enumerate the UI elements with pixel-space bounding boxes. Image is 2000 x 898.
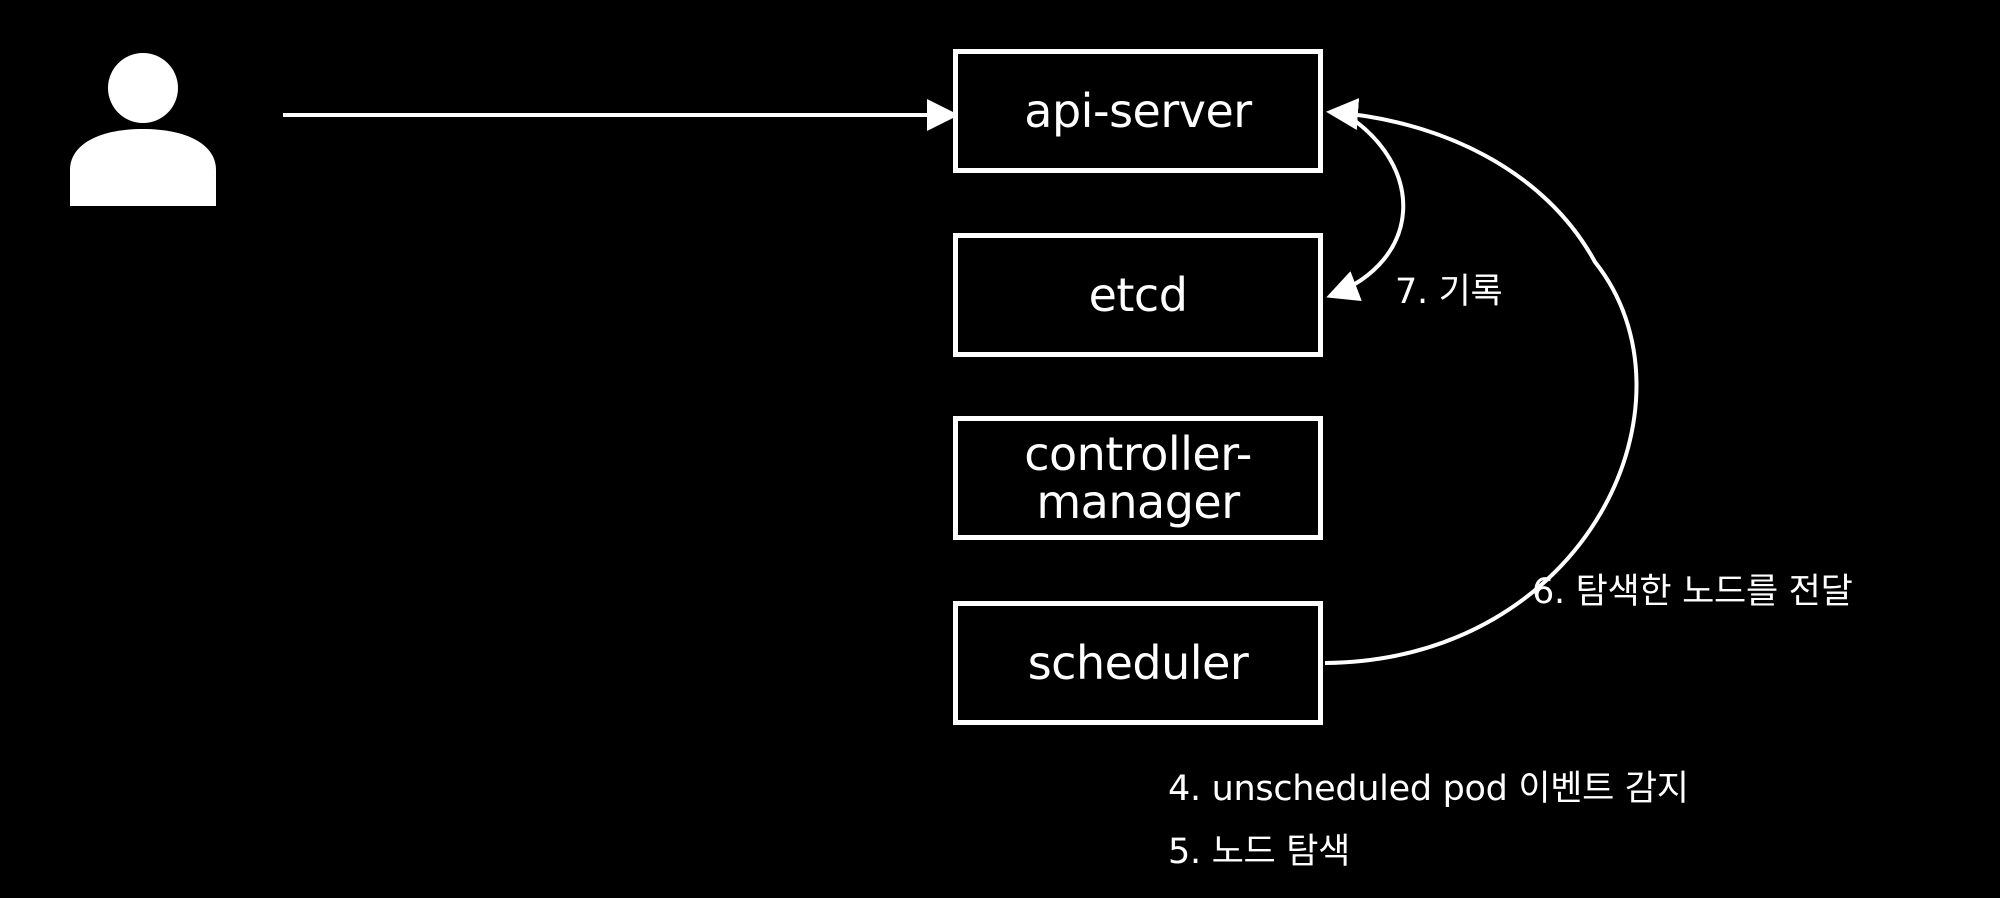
controller-manager-label: controller- manager (1024, 426, 1252, 529)
scheduler-label: scheduler (1027, 635, 1249, 690)
controller-manager-box: controller- manager (953, 416, 1323, 540)
api-server-to-etcd-arrow (1326, 112, 1406, 302)
step4-label: 4. unscheduled pod 이벤트 감지 (1168, 769, 1689, 809)
scheduler-box: scheduler (953, 601, 1323, 725)
step7-label: 7. 기록 (1395, 272, 1503, 312)
etcd-box: etcd (953, 233, 1323, 357)
etcd-label: etcd (1088, 267, 1188, 322)
user-icon (70, 53, 216, 206)
api-server-box: api-server (953, 49, 1323, 173)
scheduler-to-api-server-arrow (1324, 98, 1639, 665)
api-server-label: api-server (1024, 83, 1252, 138)
step6-label: 6. 탐색한 노드를 전달 (1532, 572, 1853, 612)
step5-label: 5. 노드 탐색 (1168, 832, 1351, 872)
